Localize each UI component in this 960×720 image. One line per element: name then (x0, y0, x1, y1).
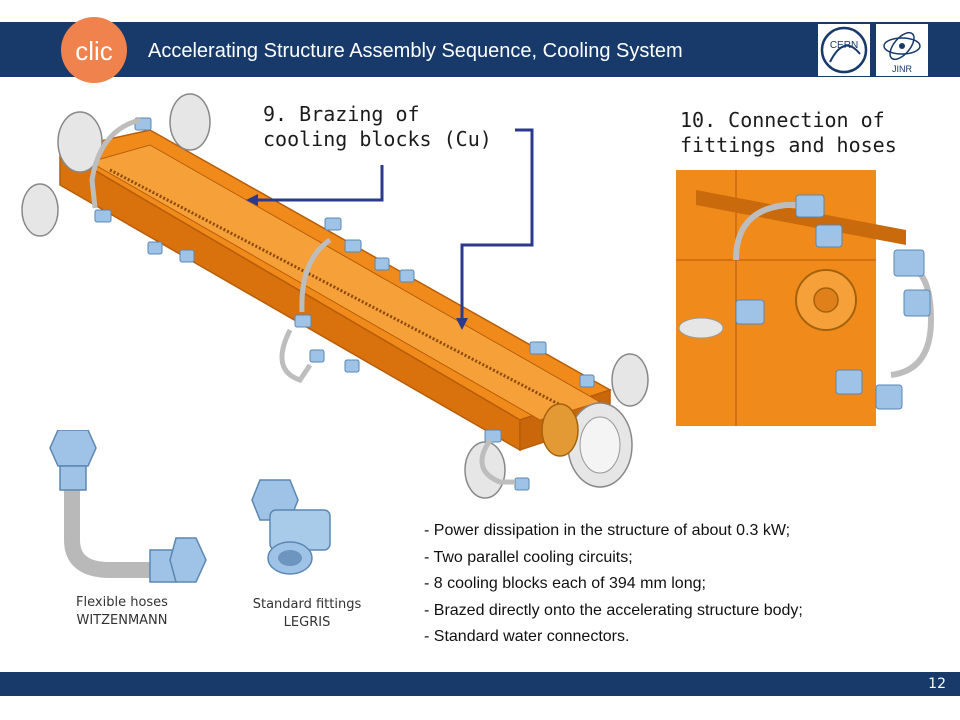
footer-bar (0, 672, 960, 696)
flexible-hoses-caption: Flexible hoses WITZENMANN (52, 594, 192, 629)
list-item: - Brazed directly onto the accelerating … (424, 601, 803, 619)
fittings-and-hoses-illustration (676, 170, 942, 426)
jinr-logo-text: JINR (892, 64, 913, 74)
header-bar (0, 22, 960, 77)
caption-line: Standard fittings (252, 597, 362, 612)
list-item: - Standard water connectors. (424, 628, 630, 645)
step-10-line-2: fittings and hoses (680, 133, 897, 157)
cern-logo: CERN (818, 24, 870, 76)
step-9-line-1: 9. Brazing of (263, 102, 420, 126)
flexible-hose-illustration (49, 430, 207, 583)
caption-line: LEGRIS (283, 614, 331, 630)
list-item: - Power dissipation in the structure of … (424, 522, 791, 539)
list-item: - Two parallel cooling circuits; (424, 548, 633, 566)
list-item: - 8 cooling blocks each of 394 mm long; (424, 575, 706, 592)
clic-logo-text: clic (75, 36, 113, 66)
clic-logo: clic (61, 17, 127, 83)
step-9-line-2: cooling blocks (Cu) (263, 127, 492, 151)
page-number: 12 (928, 676, 946, 692)
step-10-label: 10. Connection of fittings and hoses (680, 108, 897, 158)
caption-line: WITZENMANN (76, 612, 168, 628)
step-10-line-1: 10. Connection of (680, 108, 885, 132)
step-9-label: 9. Brazing of cooling blocks (Cu) (263, 102, 492, 152)
standard-fitting-illustration (251, 479, 331, 575)
jinr-logo: JINR (876, 24, 928, 76)
cooling-system-facts-list: - Power dissipation in the structure of … (424, 518, 803, 651)
caption-line: Flexible hoses (76, 595, 168, 610)
standard-fittings-caption: Standard fittings LEGRIS (232, 596, 382, 631)
cern-logo-text: CERN (830, 40, 858, 51)
slide-title: Accelerating Structure Assembly Sequence… (148, 40, 683, 62)
accelerating-structure-illustration (21, 93, 649, 499)
